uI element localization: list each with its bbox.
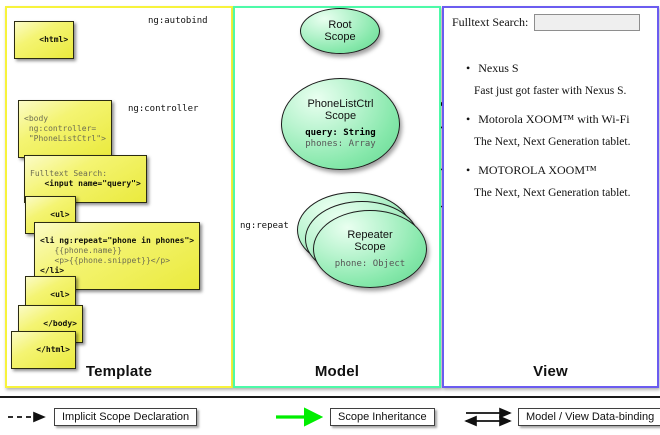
legend-divider xyxy=(0,396,660,398)
scope-ctrl-line2: Scope xyxy=(324,110,357,122)
code-text-search-label: Fulltext Search: xyxy=(30,169,108,178)
code-text-li-l4: </li> xyxy=(40,266,65,275)
list-item[interactable]: • Motorola XOOM™ with Wi-Fi xyxy=(466,112,648,126)
scope-repeater: Repeater Scope phone: Object xyxy=(313,210,427,288)
scope-root-line1: Root xyxy=(328,19,352,31)
scope-ctrl-attr-query: query: String xyxy=(305,128,376,138)
phone-snippet: Fast just got faster with Nexus S. xyxy=(474,85,627,97)
scope-repeater-line2: Scope xyxy=(354,240,386,253)
legend-item-implicit-scope-declaration: Implicit Scope Declaration xyxy=(54,408,198,426)
code-text-search-input: <input name="query"> xyxy=(30,179,141,188)
code-text-ul-close: <ul> xyxy=(50,290,70,299)
search-input[interactable] xyxy=(534,14,641,31)
column-view: View xyxy=(442,6,659,388)
code-text-body-l1: <body xyxy=(24,114,49,123)
scope-repeater-line1: Repeater xyxy=(347,228,393,241)
code-text-li-l1: <li ng:repeat="phone in phones"> xyxy=(40,236,195,245)
code-box-html-open: <html> xyxy=(14,21,75,59)
phone-snippet: The Next, Next Generation tablet. xyxy=(474,187,631,199)
code-text-body-l2: ng:controller= xyxy=(24,124,97,133)
list-item[interactable]: • Nexus S xyxy=(466,61,648,75)
edge-label-ng-controller: ng:controller xyxy=(128,104,199,114)
edge-label-ng-autobind: ng:autobind xyxy=(148,16,208,26)
code-box-li-repeat: <li ng:repeat="phone in phones"> {{phone… xyxy=(34,222,201,290)
legend-item-scope-inheritance: Scope Inheritance xyxy=(330,408,435,426)
scope-repeater-attrs: phone: Object xyxy=(334,258,406,269)
view-search-row: Fulltext Search: xyxy=(452,14,648,31)
phone-name: Motorola XOOM™ with Wi-Fi xyxy=(478,112,630,126)
phone-name: MOTOROLA XOOM™ xyxy=(478,163,597,177)
view-search-label: Fulltext Search: xyxy=(452,15,529,29)
code-text-body-close: </body> xyxy=(43,319,77,328)
scope-root: Root Scope xyxy=(300,8,380,54)
phone-list: • Nexus S Fast just got faster with Nexu… xyxy=(452,61,648,200)
code-box-fulltext-search: Fulltext Search: <input name="query"> xyxy=(24,155,147,203)
list-item[interactable]: • MOTOROLA XOOM™ xyxy=(466,163,648,177)
edge-label-ng-repeat: ng:repeat xyxy=(240,221,289,231)
code-text-ul-open: <ul> xyxy=(50,210,70,219)
scope-ctrl-attr-phones: phones: Array xyxy=(305,139,376,149)
scope-ctrl-attrs: query: String phones: Array xyxy=(305,128,375,150)
code-text-li-l2: {{phone.name}} xyxy=(40,246,122,255)
legend-item-model-view-data-binding: Model / View Data-binding xyxy=(518,408,660,426)
column-label-template: Template xyxy=(85,363,153,380)
code-text-html-close: </html> xyxy=(36,345,70,354)
column-label-view: View xyxy=(533,363,568,380)
scope-ctrl-line1: PhoneListCtrl xyxy=(307,98,374,110)
scope-phonelistctrl: PhoneListCtrl Scope query: String phones… xyxy=(281,78,400,170)
phone-name: Nexus S xyxy=(478,61,519,75)
view-content: Fulltext Search: • Nexus S Fast just got… xyxy=(452,14,648,214)
column-label-model: Model xyxy=(314,363,360,380)
code-text-html-open: <html> xyxy=(39,35,69,44)
scope-root-line2: Scope xyxy=(324,31,356,43)
bullet-icon: • xyxy=(466,61,471,75)
bullet-icon: • xyxy=(466,163,471,177)
code-box-html-close: </html> xyxy=(11,331,76,369)
code-box-body-open: <body ng:controller= "PhoneListCtrl"> xyxy=(18,100,112,158)
bullet-icon: • xyxy=(466,112,471,126)
code-text-li-l3: <p>{{phone.snippet}}</p> xyxy=(40,256,171,265)
code-text-body-l3: "PhoneListCtrl"> xyxy=(24,134,106,143)
phone-snippet: The Next, Next Generation tablet. xyxy=(474,136,631,148)
